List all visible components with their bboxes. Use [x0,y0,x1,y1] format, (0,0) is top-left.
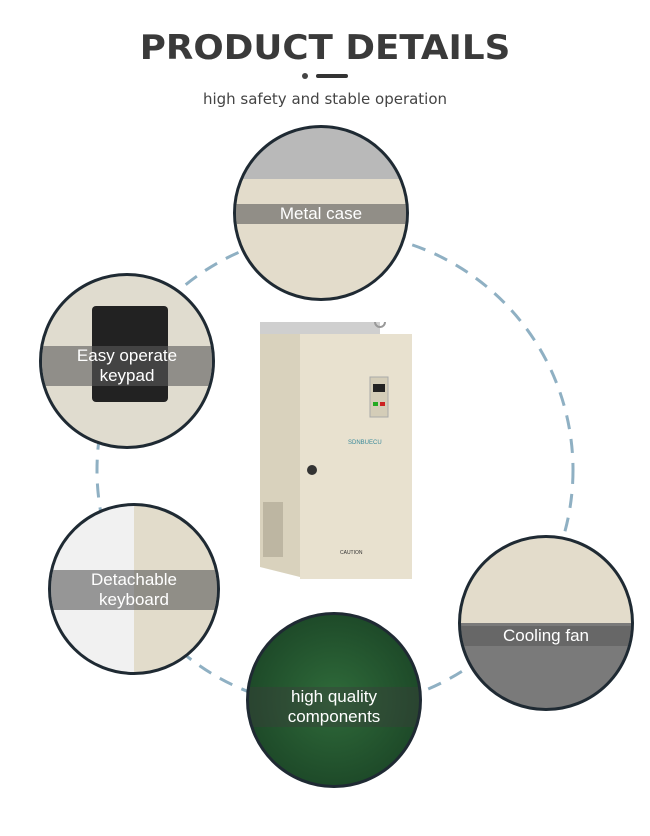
label-line: Easy operate [76,346,178,365]
title-dash [316,74,348,78]
feature-cooling-fan: Cooling fan [458,535,634,711]
title-dot [302,73,308,79]
inverter-image: SDNBUECU CAUTION [260,322,412,579]
label-line: keypad [99,366,155,385]
label-line: keyboard [99,590,169,609]
page-title: PRODUCT DETAILS [139,28,511,68]
feature-metal-case: Metal case [233,125,409,301]
page-subtitle: high safety and stable operation [202,90,448,108]
svg-text:SDNBUECU: SDNBUECU [348,440,382,446]
label-line: Detachable [90,570,177,589]
label-line: components [287,707,381,726]
feature-label: Metal case [236,204,406,224]
svg-text:CAUTION: CAUTION [340,550,363,556]
label-line: high quality [290,687,377,706]
feature-label: Cooling fan [461,626,631,646]
